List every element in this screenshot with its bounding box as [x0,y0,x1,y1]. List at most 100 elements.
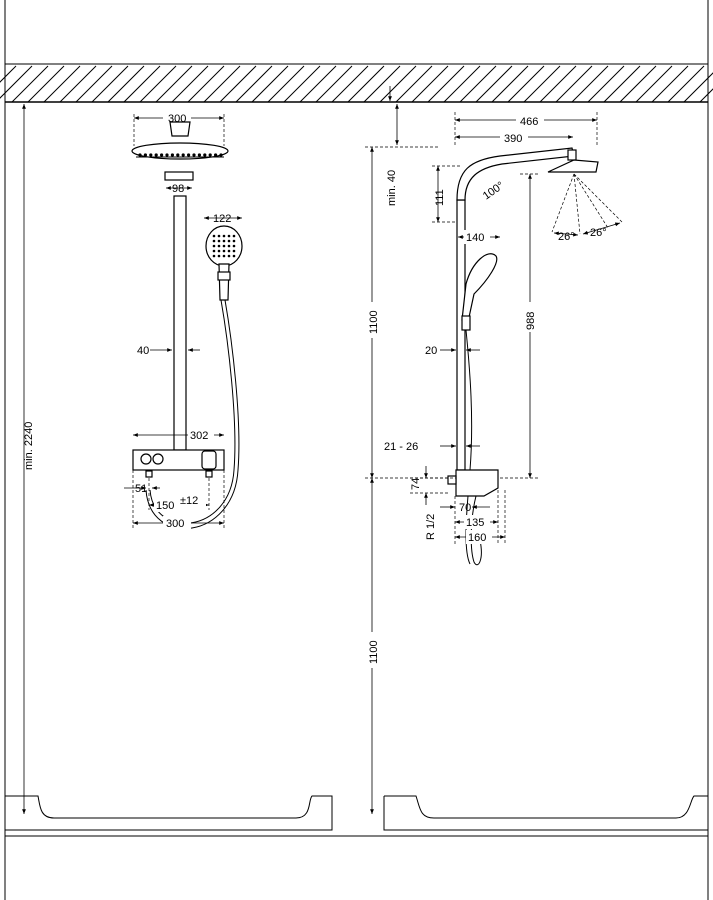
tilt-angle-2-label: 26° [590,227,607,239]
hatch-line [683,72,713,103]
spray-dot [212,244,216,248]
hatch-line [123,65,161,103]
hatch-line [315,65,353,103]
nozzle [165,153,169,157]
lower-height-label: 1100 [368,640,380,664]
hatch-line [507,65,545,103]
ceiling-gap-label: min. 40 [386,170,398,206]
nozzle [181,153,185,157]
pipe-offset-label: 40 [137,345,149,357]
wall-offset-label: 20 [425,345,437,357]
spray-dot [212,254,216,258]
projection-label: 466 [520,116,538,128]
hatch-line [475,65,513,103]
spray-dot [227,249,231,253]
nozzle [154,153,158,157]
hatch-line [219,65,257,103]
spray-dot [232,244,236,248]
spray-dot [212,234,216,238]
hatch-line [347,65,385,103]
hatch-line [11,65,49,103]
nozzle [176,153,180,157]
nozzle [170,153,174,157]
hatch-line [283,65,321,103]
nozzle [143,153,147,157]
spray-dot [227,239,231,243]
depth-135-label: 135 [466,517,484,529]
hatch-line [555,65,593,103]
spray-dot [227,244,231,248]
hatch-line [235,65,273,103]
arm-drop-label: 111 [434,189,446,206]
hatch-line [443,65,481,103]
hatch-line [107,65,145,103]
nozzle [187,153,191,157]
spray-dot [222,244,226,248]
inlet-offset-label: 51 [135,483,147,495]
nozzle [208,153,212,157]
thread-label: R 1/2 [425,514,437,540]
hatch-line [251,65,289,103]
shower-arm [456,147,575,201]
spray-dot [217,249,221,253]
hatch-line [187,65,225,103]
depth-160-label: 160 [468,532,486,544]
thermostat-knob [201,450,217,470]
hatch-line [363,65,401,103]
spray-dot [232,249,236,253]
nozzle [192,153,196,157]
nozzle [203,153,207,157]
upper-height-label: 1100 [368,310,380,334]
handshower-side [461,253,498,323]
spray-dot [212,249,216,253]
hatch-line [395,65,433,103]
hatch-line [571,65,609,103]
hatch-line [155,65,193,103]
nozzle [160,153,164,157]
spray-dot [222,234,226,238]
arm-width-label: 98 [172,183,184,195]
hatch-line [459,65,497,103]
range-label: 21 - 26 [384,441,418,453]
arm-length-label: 390 [504,133,522,145]
spray-dot [232,239,236,243]
side-view: 466 390 1100 min. 40 111 100° 26° [365,86,708,831]
hatch-line [267,65,305,103]
nozzle [197,153,201,157]
nozzle [149,153,153,157]
spray-dot [222,249,226,253]
hatch-line [203,65,241,103]
total-height-label: min. 2240 [23,422,35,470]
spray-dot [217,244,221,248]
spray-dot [222,239,226,243]
hatch-line [139,65,177,103]
hatch-line [171,65,209,103]
inlet-height-label: 74 [410,478,422,490]
hatch-line [411,65,449,103]
hatch-line [379,65,417,103]
hatch-line [299,65,337,103]
hatch-line [651,65,689,103]
inlet-tolerance-label: ±12 [180,495,198,507]
ceiling-hatch [0,63,713,103]
hatch-line [43,65,81,103]
spray-dot [217,239,221,243]
bathtub-front [5,795,333,831]
height-988-label: 988 [525,312,537,330]
hatch-line [523,65,561,103]
nozzle [138,153,142,157]
spray-dot [232,254,236,258]
riser-pipe [173,195,187,451]
hatch-line [667,65,705,103]
depth-70-label: 70 [459,502,471,514]
spray-dot [212,239,216,243]
arm-angle-label: 100° [481,180,507,203]
spray-dot [227,234,231,238]
hatch-line [635,65,673,103]
hatch-line [587,65,625,103]
hose-span-label: 300 [166,518,184,530]
thermostat-side [455,469,499,497]
hatch-line [0,65,17,83]
hatch-line [603,65,641,103]
